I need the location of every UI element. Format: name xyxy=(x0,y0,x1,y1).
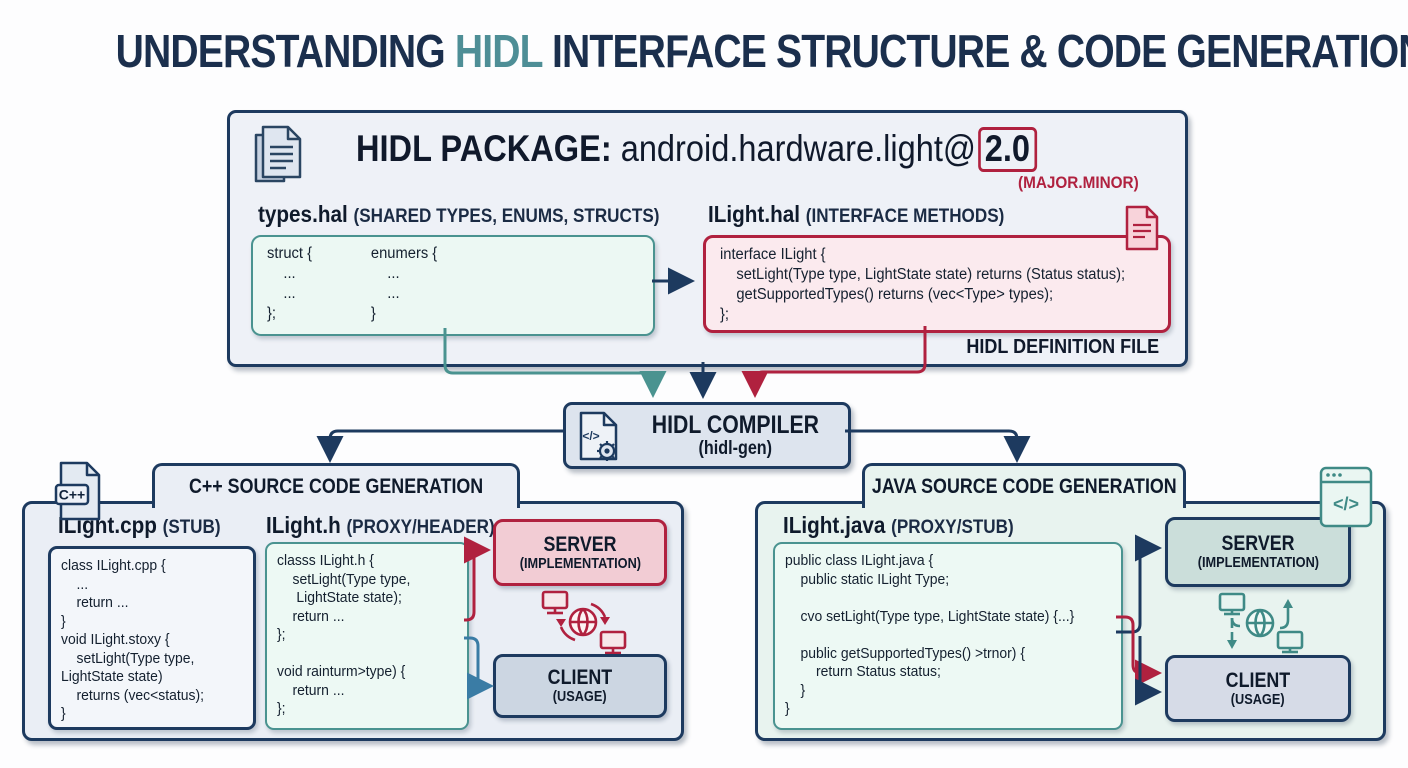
title-pre: UNDERSTANDING xyxy=(115,25,455,77)
cpp-network-icon xyxy=(533,590,633,654)
java-network-icon xyxy=(1206,592,1310,654)
compiler-code-gear-icon: </> xyxy=(576,410,622,462)
cpp-server-title: SERVER xyxy=(543,532,617,556)
types-hal-subtitle: (SHARED TYPES, ENUMS, STRUCTS) xyxy=(353,206,660,227)
hidl-package-box: HIDL PACKAGE: android.hardware.light@2.0… xyxy=(227,110,1188,367)
ilight-java-code: public class ILight.java { public static… xyxy=(785,552,1075,717)
ilight-h-label: ILight.h (PROXY/HEADER) xyxy=(266,512,495,539)
compiler-icon-code-glyph: </> xyxy=(582,429,599,443)
java-client-title: CLIENT xyxy=(1225,668,1291,692)
version-note: (MAJOR.MINOR) xyxy=(1018,173,1139,192)
page-title-text: UNDERSTANDING HIDL INTERFACE STRUCTURE &… xyxy=(116,24,1408,78)
cpp-section-title: C++ SOURCE CODE GENERATION xyxy=(188,475,484,498)
java-client-subtitle: (USAGE) xyxy=(1231,690,1285,708)
types-code-enums: enumers { ... ...} xyxy=(370,245,438,322)
document-stack-icon xyxy=(248,123,306,185)
types-code-struct: struct { ... ...}; xyxy=(267,245,313,322)
java-server-subtitle: (IMPLEMENTATION) xyxy=(1197,554,1319,572)
cpp-file-icon-label: C++ xyxy=(59,487,85,503)
ilight-cpp-code-box: class ILight.cpp { ... return ...}void I… xyxy=(48,546,256,730)
package-version-box: 2.0 xyxy=(977,127,1038,172)
cpp-file-icon: C++ xyxy=(53,461,103,523)
hal-file-icon xyxy=(1123,205,1161,251)
ilight-hal-label: ILight.hal (INTERFACE METHODS) xyxy=(708,201,1004,228)
cpp-server-subtitle: (IMPLEMENTATION) xyxy=(519,554,641,572)
java-section-box: ILight.java (PROXY/STUB) public class IL… xyxy=(755,501,1386,741)
cpp-server-box: SERVER (IMPLEMENTATION) xyxy=(493,519,667,586)
cpp-client-subtitle: (USAGE) xyxy=(553,688,607,706)
ilight-h-name: ILight.h xyxy=(266,512,341,538)
package-name: android.hardware.light@ xyxy=(620,128,976,169)
cpp-client-box: CLIENT (USAGE) xyxy=(493,654,667,718)
title-post: INTERFACE STRUCTURE & CODE GENERATION xyxy=(542,25,1408,77)
java-server-title: SERVER xyxy=(1221,532,1295,556)
java-server-box: SERVER (IMPLEMENTATION) xyxy=(1165,517,1351,587)
arrow-compiler-to-java xyxy=(845,429,1031,463)
compiler-subtitle: (hidl-gen) xyxy=(698,437,772,459)
ilight-hal-subtitle: (INTERFACE METHODS) xyxy=(805,206,1005,227)
hidl-compiler-box: </> HIDL COMPILER (hidl-gen) xyxy=(563,402,851,469)
ilight-java-code-box: public class ILight.java { public static… xyxy=(773,542,1123,730)
ilight-java-subtitle: (PROXY/STUB) xyxy=(891,517,1014,538)
ilight-h-code: classs ILight.h { setLight(Type type, Li… xyxy=(277,552,411,717)
ilight-hal-name: ILight.hal xyxy=(708,201,800,227)
ilight-cpp-subtitle: (STUB) xyxy=(162,517,221,538)
ilight-h-subtitle: (PROXY/HEADER) xyxy=(346,517,495,538)
cpp-section-box: ILight.cpp (STUB) class ILight.cpp { ...… xyxy=(22,501,684,741)
package-heading-label: HIDL PACKAGE: xyxy=(356,128,621,169)
cpp-client-title: CLIENT xyxy=(547,666,613,690)
compiler-label: HIDL COMPILER (hidl-gen) xyxy=(622,412,848,458)
hidl-definition-file-label: HIDL DEFINITION FILE xyxy=(966,336,1159,358)
ilight-cpp-code: class ILight.cpp { ... return ...}void I… xyxy=(61,557,205,722)
ilight-hal-code: interface ILight { setLight(Type type, L… xyxy=(720,246,1126,323)
ilight-hal-code-box: interface ILight { setLight(Type type, L… xyxy=(703,235,1171,333)
java-code-window-icon: </> xyxy=(1318,464,1374,530)
types-hal-code-box: struct { ... ...}; enumers { ... ...} xyxy=(251,235,655,336)
ilight-h-code-box: classs ILight.h { setLight(Type type, Li… xyxy=(265,542,469,730)
java-section-tab: JAVA SOURCE CODE GENERATION xyxy=(862,463,1186,508)
page-title: UNDERSTANDING HIDL INTERFACE STRUCTURE &… xyxy=(0,24,1408,78)
arrow-compiler-to-cpp xyxy=(316,429,563,463)
types-hal-name: types.hal xyxy=(258,201,348,227)
compiler-title: HIDL COMPILER xyxy=(651,411,819,440)
ilight-java-name: ILight.java xyxy=(783,512,886,538)
ilight-cpp-label: ILight.cpp (STUB) xyxy=(58,512,221,539)
cpp-section-tab: C++ SOURCE CODE GENERATION xyxy=(152,463,520,508)
title-highlight: HIDL xyxy=(454,25,543,77)
java-client-box: CLIENT (USAGE) xyxy=(1165,655,1351,722)
ilight-java-label: ILight.java (PROXY/STUB) xyxy=(783,512,1014,539)
java-section-title: JAVA SOURCE CODE GENERATION xyxy=(871,475,1177,498)
java-window-icon-label: </> xyxy=(1333,494,1359,514)
types-hal-label: types.hal (SHARED TYPES, ENUMS, STRUCTS) xyxy=(258,201,659,228)
package-heading: HIDL PACKAGE: android.hardware.light@2.0 xyxy=(356,127,1038,172)
